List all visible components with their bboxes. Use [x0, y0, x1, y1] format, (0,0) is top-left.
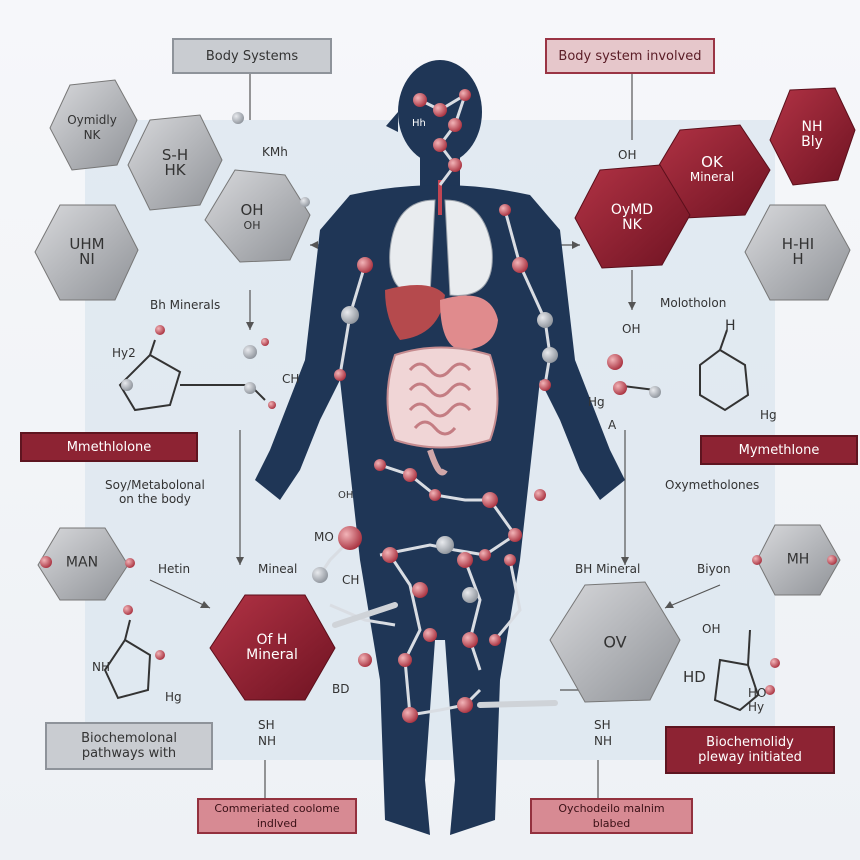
- left-band-label: Mmethlolone: [20, 432, 198, 462]
- intestines: [386, 346, 499, 476]
- hex-br1-text: OV: [603, 632, 627, 652]
- annotation: BH Mineral: [575, 562, 641, 576]
- bottom-right-label: Biochemolidy pleway initiated: [665, 726, 835, 774]
- annotation: Hy: [748, 700, 765, 714]
- annotation: NH: [258, 734, 276, 748]
- annotation: OH: [618, 148, 637, 162]
- body-systems-label: Body Systems: [172, 38, 332, 74]
- bottom-center-left-label: Commeriated coolome indlved: [197, 798, 357, 834]
- annotation: MO: [314, 530, 334, 544]
- annotation: BD: [332, 682, 350, 696]
- annotation: Hg: [760, 408, 777, 422]
- right-sub-caption: Oxymetholones: [665, 478, 760, 492]
- annotation: HO: [748, 686, 767, 700]
- molecule-rods: [332, 602, 558, 708]
- arrowheads: [200, 241, 674, 608]
- annotation: Hg: [165, 690, 182, 704]
- annotation: HD: [683, 668, 706, 686]
- bottom-left-label: Biochemolonal pathways with: [45, 722, 213, 770]
- molecule-atoms: [312, 89, 558, 723]
- annotation: H: [725, 318, 736, 334]
- annotation: SH: [258, 718, 275, 732]
- annotation: NH: [92, 660, 110, 674]
- annotation: SH: [594, 718, 611, 732]
- body-system-involved-label: Body system involved: [545, 38, 715, 74]
- annotation: OH: [702, 622, 721, 636]
- hexagon-cluster-top-right: [574, 87, 856, 301]
- annotation: A: [608, 418, 617, 432]
- annotation: Bh Minerals: [150, 298, 221, 312]
- bottom-center-right-label: Oychodeilo malnim blabed: [530, 798, 693, 834]
- annotation: CH: [282, 372, 300, 386]
- left-sub-caption: Soy/Metabolonal on the body: [105, 478, 205, 506]
- hexagon-cluster-top-left: [34, 79, 311, 301]
- annotation: Hg: [588, 395, 605, 409]
- annotation: CH: [342, 573, 360, 587]
- annotation: OH: [338, 490, 354, 501]
- ring-atoms: [40, 112, 837, 695]
- stomach: [440, 295, 498, 350]
- annotation: OH: [622, 322, 641, 336]
- annotation: Hetin: [158, 562, 191, 576]
- annotation: Mineal: [258, 562, 298, 576]
- hex-bl1-text: MAN: [65, 554, 99, 571]
- annotation: Molotholon: [660, 296, 727, 310]
- annotation: KMh: [262, 145, 288, 159]
- annotation: NH: [594, 734, 612, 748]
- liver: [385, 285, 445, 340]
- annotation: Hy2: [112, 346, 136, 360]
- annotation: Hh: [412, 118, 426, 129]
- annotation: Biyon: [697, 562, 731, 576]
- hex-br2-text: MH: [786, 551, 810, 568]
- right-band-label: Mymethlone: [700, 435, 858, 465]
